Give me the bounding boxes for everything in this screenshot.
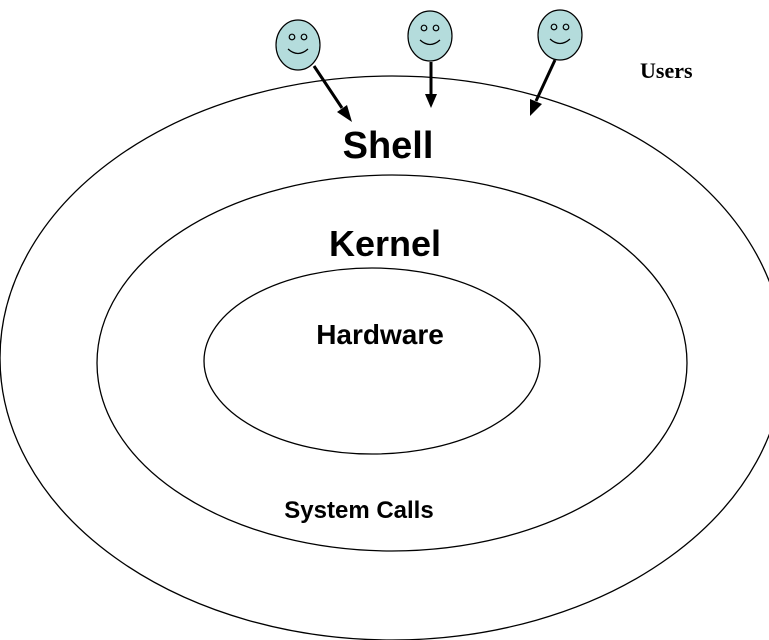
shell-label: Shell (343, 125, 434, 167)
shell-ring (0, 75, 769, 640)
user-1-arrow (312, 65, 352, 122)
user-3-arrow (530, 59, 557, 116)
user-2-smiley-face-icon (407, 10, 453, 62)
user-2-arrow (425, 62, 437, 108)
hardware-ring (203, 267, 541, 455)
system-calls-label: System Calls (284, 497, 433, 524)
kernel-ring (96, 174, 688, 552)
user-1-smiley-face-icon (275, 19, 321, 71)
kernel-label: Kernel (329, 223, 441, 264)
hardware-label: Hardware (316, 319, 444, 350)
users-label: Users (640, 58, 693, 83)
user-3-smiley-face-icon (537, 9, 583, 61)
